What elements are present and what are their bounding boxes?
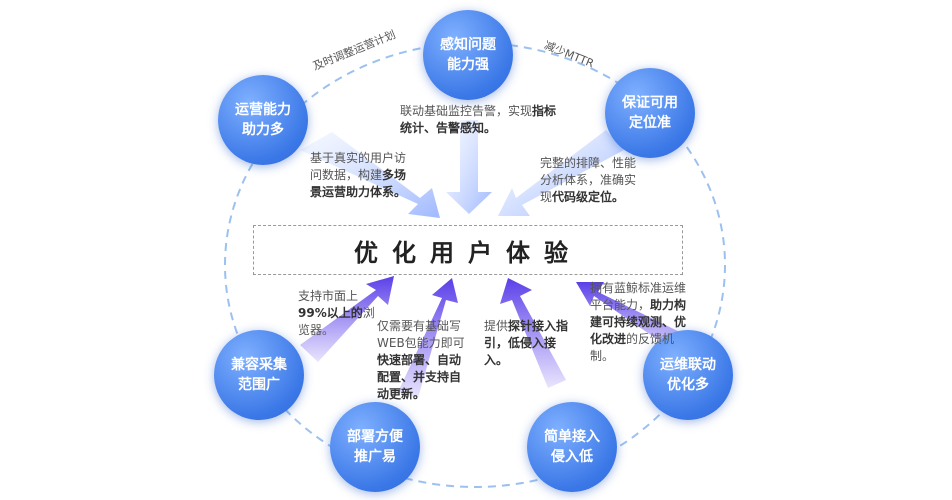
desc-right-bold: 助力构建可持续观测、优化改进	[590, 298, 687, 346]
desc-top: 联动基础监控告警，实现指标统计、告警感知。	[400, 103, 560, 137]
desc-bottom-left-text: 仅需要有基础写WEB包能力即可	[377, 319, 465, 350]
desc-right: 拥有蓝鲸标准运维平台能力，助力构建可持续观测、优化改进的反馈机制。	[590, 280, 688, 365]
desc-right-text: 拥有蓝鲸标准运维平台能力，	[590, 281, 687, 312]
node-bottom-left: 部署方便 推广易	[330, 402, 420, 492]
desc-top-left: 基于真实的用户访问数据，构建多场景运营助力体系。	[310, 150, 410, 201]
desc-right-tail: 的反馈机制。	[590, 332, 675, 363]
desc-bottom-mid-bold: 探针接入指引，低侵入接入。	[484, 319, 569, 367]
desc-top-bold: 指标统计、告警感知。	[400, 104, 557, 135]
arrow-top-left	[300, 132, 440, 218]
arrow-bottom-mid-right	[500, 278, 566, 388]
desc-left-bold: 99%以上的	[298, 306, 363, 320]
desc-bottom-mid-text: 提供	[484, 319, 509, 333]
desc-left-text: 支持市面上	[298, 289, 359, 303]
desc-top-right: 完整的排障、性能分析体系，准确实现代码级定位。	[540, 155, 640, 206]
center-box: 优化用户体验	[253, 225, 683, 275]
node-top-left: 运营能力 助力多	[218, 75, 308, 165]
desc-bottom-mid: 提供探针接入指引，低侵入接入。	[484, 318, 578, 369]
node-left: 兼容采集 范围广	[214, 330, 304, 420]
desc-left-tail: 浏览器。	[298, 306, 375, 337]
arrow-bottom-left	[300, 276, 394, 362]
arrow-bottom-mid-left	[398, 278, 458, 398]
node-bottom-right: 简单接入 侵入低	[527, 402, 617, 492]
desc-top-left-text: 基于真实的用户访问数据，构建	[310, 151, 407, 182]
arrow-top	[446, 120, 492, 214]
desc-bottom-left: 仅需要有基础写WEB包能力即可快速部署、自动配置、并支持自动更新。	[377, 318, 469, 403]
desc-top-right-text: 完整的排障、性能分析体系，准确实现	[540, 156, 637, 204]
desc-bottom-left-bold: 快速部署、自动配置、并支持自动更新。	[377, 353, 462, 401]
node-right: 运维联动 优化多	[643, 330, 733, 420]
desc-top-text: 联动基础监控告警，实现	[400, 104, 533, 118]
node-top: 感知问题 能力强	[423, 10, 513, 100]
center-title: 优化用户体验	[354, 238, 582, 267]
arrow-top-right	[498, 130, 624, 216]
desc-top-left-bold: 多场景运营助力体系。	[310, 168, 407, 199]
desc-top-right-bold: 代码级定位。	[552, 190, 625, 204]
node-top-right: 保证可用 定位准	[605, 68, 695, 158]
desc-left: 支持市面上 99%以上的浏览器。	[298, 288, 378, 339]
